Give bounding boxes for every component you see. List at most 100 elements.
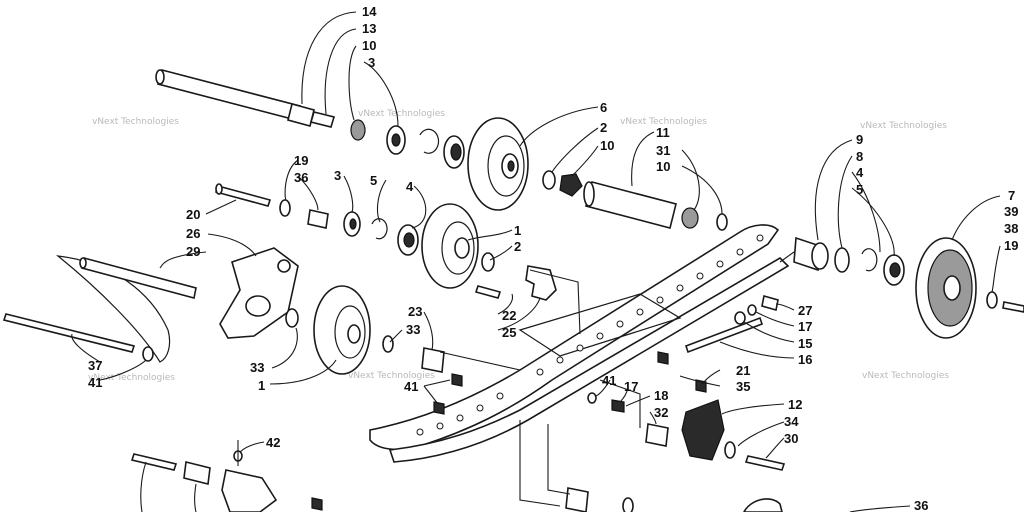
left-assembly	[2, 247, 299, 363]
callout-10: 10	[656, 159, 670, 174]
callout-41: 41	[88, 375, 102, 390]
spacer-36	[307, 209, 329, 229]
washer-33	[382, 335, 394, 353]
callout-27: 27	[798, 303, 812, 318]
bracket-26	[219, 247, 299, 339]
callout-13: 13	[362, 21, 376, 36]
upper-axle-shaft	[157, 69, 301, 121]
axle-end	[155, 69, 165, 85]
callout-25: 25	[502, 325, 516, 340]
centerlines	[237, 251, 795, 507]
callout-16: 16	[798, 352, 812, 367]
bolt-22	[474, 285, 502, 299]
spacer-23	[421, 347, 445, 373]
callout-29: 29	[186, 244, 200, 259]
bushing-31	[681, 207, 699, 229]
nut-41	[451, 373, 463, 387]
watermark: vNext Technologies	[358, 109, 445, 119]
watermark: vNext Technologies	[88, 373, 175, 383]
nut-lower	[311, 497, 323, 511]
callout-11: 11	[656, 125, 670, 140]
callout-26: 26	[186, 226, 200, 241]
axle-collar	[287, 103, 315, 127]
callout-20: 20	[186, 207, 200, 222]
bolt-16	[684, 316, 764, 354]
callout-38: 38	[1004, 221, 1018, 236]
axle-spacer	[309, 111, 336, 128]
washer-34	[724, 441, 736, 459]
idler-wheel-6	[467, 117, 529, 211]
rail-holes	[416, 234, 764, 436]
callout-35: 35	[736, 379, 750, 394]
spacer-32	[645, 423, 669, 447]
spacer-27	[761, 294, 779, 312]
spacer-bottom	[565, 487, 589, 512]
bracket-25	[525, 265, 557, 301]
callout-3: 3	[368, 55, 375, 70]
callout-22: 22	[502, 308, 516, 323]
callout-4: 4	[856, 165, 864, 180]
washer-41	[142, 346, 154, 362]
watermark: vNext Technologies	[92, 117, 179, 127]
callout-9: 9	[856, 132, 863, 147]
callout-10: 10	[600, 138, 614, 153]
leader-lines	[71, 11, 1001, 512]
hardware	[130, 265, 786, 512]
bearing-4-core	[450, 143, 462, 161]
bushing-10	[350, 119, 366, 141]
callout-36: 36	[294, 170, 308, 185]
wheel-bottom	[743, 498, 783, 512]
washer-19	[279, 199, 291, 217]
watermark: vNext Technologies	[862, 371, 949, 381]
washer	[716, 213, 728, 231]
washer-19	[986, 291, 998, 309]
watermark: vNext Technologies	[860, 121, 947, 131]
washer-2	[542, 170, 556, 190]
callout-7: 7	[1008, 188, 1015, 203]
washer-17b	[587, 392, 597, 404]
callout-39: 39	[1004, 204, 1018, 219]
nut-41b	[433, 401, 445, 415]
washer	[285, 308, 299, 328]
nut-10	[559, 173, 583, 197]
callout-19: 19	[294, 153, 308, 168]
callout-17: 17	[798, 319, 812, 334]
callout-18: 18	[654, 388, 668, 403]
callout-31: 31	[656, 143, 670, 158]
callout-41: 41	[404, 379, 418, 394]
watermark: vNext Technologies	[620, 117, 707, 127]
washer-bottom	[622, 497, 634, 512]
callout-19: 19	[1004, 238, 1018, 253]
callout-1: 1	[514, 223, 521, 238]
nut	[657, 351, 669, 365]
spacer-tube-11	[585, 181, 677, 229]
snap-ring-5-mid	[371, 218, 388, 240]
snap-ring-5	[861, 248, 878, 272]
callout-6: 6	[600, 100, 607, 115]
callout-33: 33	[250, 360, 264, 375]
callout-15: 15	[798, 336, 812, 351]
callout-33: 33	[406, 322, 420, 337]
long-bolt-37	[2, 313, 136, 353]
bracket-lower	[221, 469, 278, 512]
callout-32: 32	[654, 405, 668, 420]
callout-labels: 14 13 10 3 6 2 10 11 31 10 9 8 4 5 7 39 …	[88, 4, 1018, 512]
bolt-right	[1002, 301, 1024, 313]
idler-wheel-lower	[285, 285, 394, 375]
watermarks: vNext Technologies vNext Technologies vN…	[88, 109, 949, 383]
callout-21: 21	[736, 363, 750, 378]
rail-lower	[388, 256, 790, 463]
bumper-12	[681, 399, 725, 461]
callout-41: 41	[602, 373, 616, 388]
washer-17	[747, 304, 757, 316]
upper-axle-assembly	[155, 69, 465, 169]
spacer-lower	[183, 461, 211, 485]
callout-42: 42	[266, 435, 280, 450]
slide-rail-frame	[369, 224, 790, 463]
callout-30: 30	[784, 431, 798, 446]
bolt-lower	[130, 453, 178, 471]
nut-15	[734, 311, 746, 325]
callout-8: 8	[856, 149, 863, 164]
middle-axle-assembly	[214, 183, 495, 289]
